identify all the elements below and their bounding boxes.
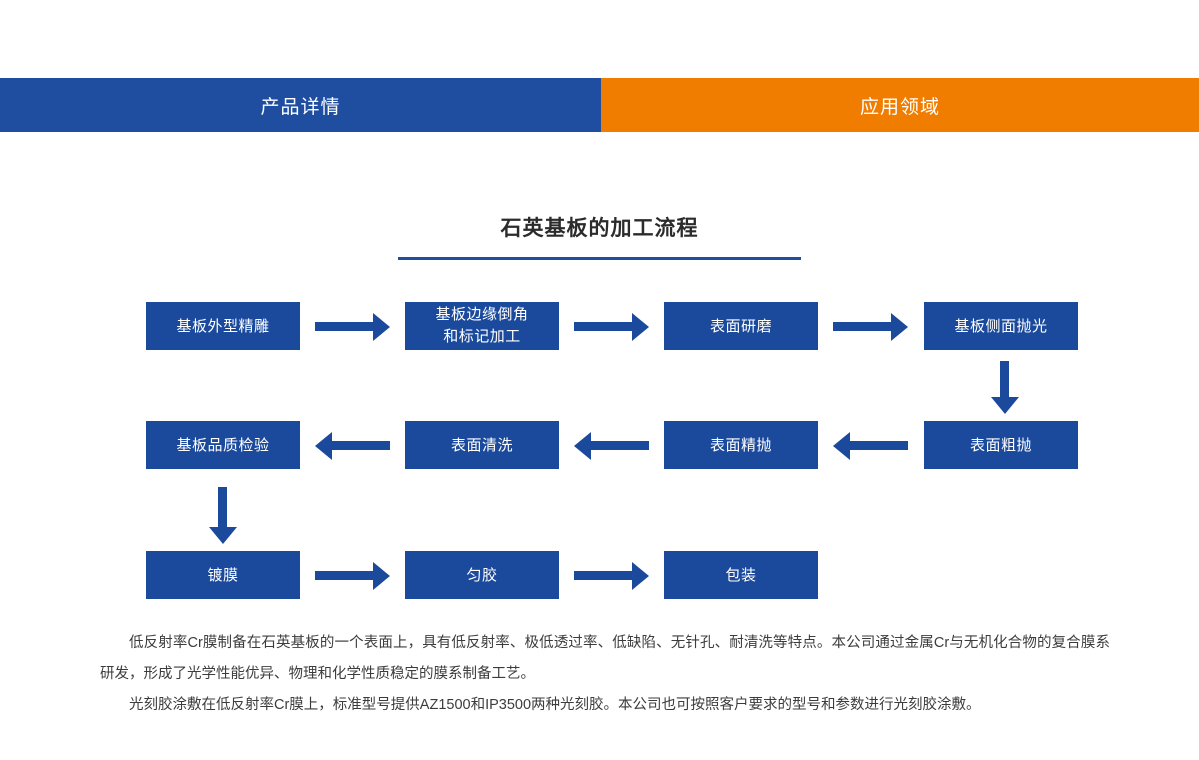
arrow-left-r2-2-1-icon	[315, 431, 390, 461]
tab-application-fields[interactable]: 应用领域	[601, 78, 1199, 132]
flow-node-r2c3-label: 表面精抛	[709, 436, 772, 454]
flow-node-r1c1-label: 基板外型精雕	[176, 317, 270, 335]
flow-node-r2c1[interactable]: 基板品质检验	[146, 421, 300, 469]
flow-node-r1c3[interactable]: 表面研磨	[664, 302, 818, 350]
flow-node-r3c3-label: 包装	[725, 566, 757, 584]
paragraph-cr-film: 低反射率Cr膜制备在石英基板的一个表面上，具有低反射率、极低透过率、低缺陷、无针…	[100, 635, 1110, 682]
arrow-right-r1-2-3-icon	[574, 312, 649, 342]
flow-node-r1c1[interactable]: 基板外型精雕	[146, 302, 300, 350]
section-heading: 石英基板的加工流程	[0, 216, 1199, 242]
flow-node-r1c4[interactable]: 基板侧面抛光	[924, 302, 1078, 350]
arrow-down-r1-to-r2-icon	[990, 361, 1020, 414]
tab-product-details-label: 产品详情	[260, 96, 341, 118]
flow-node-r1c3-label: 表面研磨	[709, 317, 772, 335]
arrow-left-r2-3-2-icon	[574, 431, 649, 461]
tab-product-details[interactable]: 产品详情	[0, 78, 601, 132]
tab-application-fields-label: 应用领域	[859, 96, 940, 118]
flow-node-r2c2[interactable]: 表面清洗	[405, 421, 559, 469]
flow-node-r3c1-label: 镀膜	[207, 566, 239, 584]
arrow-right-r1-3-4-icon	[833, 312, 908, 342]
flow-node-r2c4-label: 表面粗抛	[969, 436, 1032, 454]
arrow-down-r2-to-r3-icon	[208, 487, 238, 544]
flow-node-r2c1-label: 基板品质检验	[176, 436, 270, 454]
paragraph-photoresist: 光刻胶涂敷在低反射率Cr膜上，标准型号提供AZ1500和IP3500两种光刻胶。…	[129, 697, 981, 713]
flow-node-r1c4-label: 基板侧面抛光	[954, 317, 1048, 335]
arrow-right-r3-1-2-icon	[315, 561, 390, 591]
flow-node-r1c2-label: 基板边缘倒角 和标记加工	[435, 306, 529, 345]
arrow-left-r2-4-3-icon	[833, 431, 908, 461]
page-title: 石英基板的加工流程	[500, 217, 699, 240]
description-text: 低反射率Cr膜制备在石英基板的一个表面上，具有低反射率、极低透过率、低缺陷、无针…	[100, 628, 1110, 721]
flow-node-r3c3[interactable]: 包装	[664, 551, 818, 599]
arrow-right-r1-1-2-icon	[315, 312, 390, 342]
flow-node-r2c3[interactable]: 表面精抛	[664, 421, 818, 469]
flow-node-r2c2-label: 表面清洗	[450, 436, 513, 454]
flow-node-r3c2-label: 匀胶	[466, 566, 498, 584]
flow-node-r3c2[interactable]: 匀胶	[405, 551, 559, 599]
arrow-right-r3-2-3-icon	[574, 561, 649, 591]
flow-node-r3c1[interactable]: 镀膜	[146, 551, 300, 599]
flow-node-r2c4[interactable]: 表面粗抛	[924, 421, 1078, 469]
title-underline	[398, 257, 801, 260]
flow-node-r1c2[interactable]: 基板边缘倒角 和标记加工	[405, 302, 559, 350]
tab-bar: 产品详情 应用领域	[0, 78, 1199, 132]
